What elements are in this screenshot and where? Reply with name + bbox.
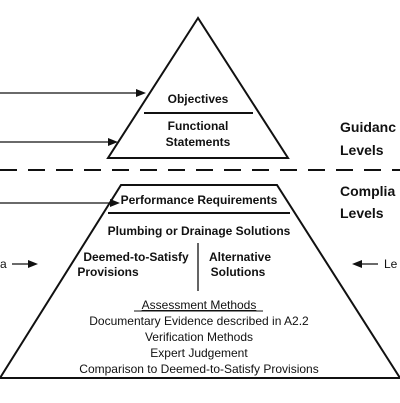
compliance-pyramid	[0, 184, 400, 379]
right-cut-label: Le	[384, 257, 398, 271]
functional-arrowhead	[108, 138, 118, 146]
plumbing-solutions-label: Plumbing or Drainage Solutions	[108, 224, 291, 238]
objectives-label: Objectives	[168, 92, 229, 106]
dts-label-2: Provisions	[77, 265, 139, 279]
guidance-levels-label-1: Guidanc	[340, 119, 396, 135]
guidance-levels-label-2: Levels	[340, 142, 384, 158]
right-solution-arrowhead	[352, 260, 362, 268]
alternative-label-2: Solutions	[211, 265, 266, 279]
objectives-arrowhead	[136, 89, 146, 97]
assessment-methods-title: Assessment Methods	[142, 298, 257, 312]
guidance-pyramid	[106, 16, 290, 159]
dts-label-1: Deemed-to-Satisfy	[83, 250, 189, 264]
assessment-item: Expert Judgement	[150, 346, 248, 360]
alternative-label-1: Alternative	[209, 250, 271, 264]
performance-arrowhead	[110, 199, 120, 207]
assessment-item: Documentary Evidence described in A2.2	[89, 314, 309, 328]
compliance-levels-label-2: Levels	[340, 205, 384, 221]
assessment-item: Verification Methods	[145, 330, 253, 344]
compliance-levels-label-1: Complia	[340, 183, 395, 199]
performance-requirements-label: Performance Requirements	[121, 193, 278, 207]
left-cut-label: a	[0, 257, 7, 271]
functional-statements-label-1: Functional	[168, 119, 229, 133]
assessment-item: Comparison to Deemed-to-Satisfy Provisio…	[79, 362, 318, 376]
functional-statements-label-2: Statements	[166, 135, 231, 149]
left-solution-arrowhead	[28, 260, 38, 268]
